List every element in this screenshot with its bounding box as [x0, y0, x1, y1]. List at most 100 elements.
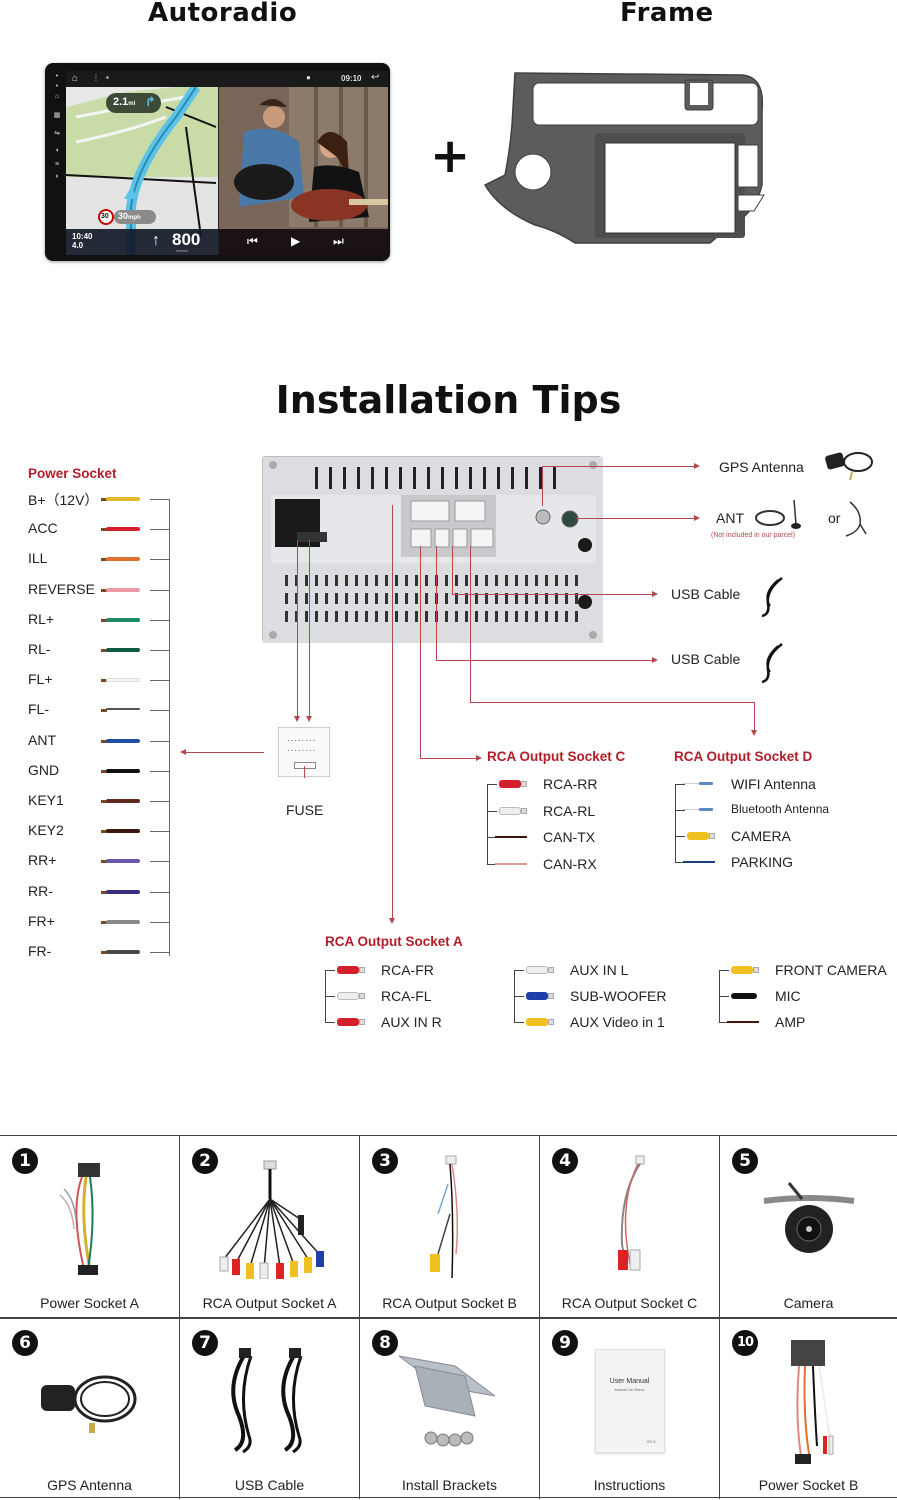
- heatsink-fin: [405, 575, 408, 586]
- power-wire-swatch: [106, 919, 140, 924]
- back-icon: ↩: [371, 72, 380, 83]
- heatsink-fin: [295, 593, 298, 604]
- socket-d-line-v: [470, 546, 471, 702]
- package-item-label: Power Socket B: [758, 1477, 859, 1493]
- socket-c-heading: RCA Output Socket C: [487, 749, 626, 764]
- radio-screen: ⌂ ⋮ ▪ ● 09:10 ↩ 2.1mi ↱: [66, 71, 388, 255]
- frame-title: Frame: [620, 0, 714, 28]
- wire-lead-cable: [495, 836, 527, 838]
- heatsink-fin: [575, 611, 578, 622]
- wire-connector: [150, 589, 170, 591]
- socket-item-label: AUX Video in 1: [570, 1014, 665, 1030]
- heatsink-fin: [445, 575, 448, 586]
- heatsink-fin: [285, 611, 288, 622]
- wire-connector: [150, 801, 170, 802]
- wire-connector: [150, 529, 170, 531]
- heatsink-fin: [495, 593, 498, 604]
- wire-connector: [150, 650, 170, 651]
- apps-icon[interactable]: ▦: [53, 112, 61, 119]
- wire-tip: [101, 951, 107, 954]
- radio-side-buttons: • • ⌂ ▦ ⇋ ◖ ≡ ◗: [50, 73, 64, 185]
- navigation-map: 2.1mi ↱ 30 30mph 10:40 4.0 ↑ 800 metres: [66, 87, 218, 255]
- socket-branch: [325, 970, 335, 971]
- rca-plug-icon: [723, 964, 763, 976]
- heatsink-fin: [515, 575, 518, 586]
- heatsink-fin: [315, 575, 318, 586]
- heatsink-fin: [365, 593, 368, 604]
- package-item-label: Power Socket A: [40, 1295, 139, 1311]
- straight-arrow-icon: ↑: [152, 232, 160, 249]
- power-wire-label: ANT: [28, 731, 56, 748]
- gps-arrow: [694, 463, 700, 469]
- wire-tip: [101, 588, 107, 592]
- rca-plug-icon: [329, 964, 369, 976]
- or-label: or: [828, 510, 841, 526]
- vent-slot: [427, 467, 430, 489]
- heatsink-fin: [335, 575, 338, 586]
- heatsink-fin: [375, 575, 378, 586]
- home-icon[interactable]: ⌂: [54, 93, 60, 100]
- heatsink-fin: [535, 611, 538, 622]
- power-wire-label: KEY1: [28, 792, 64, 808]
- previous-track-button[interactable]: ⏮: [247, 234, 258, 248]
- heatsink-fin: [565, 593, 568, 604]
- rca-b-harness-icon: [360, 1154, 539, 1284]
- wire-lead-icon: [491, 831, 531, 843]
- heatsink-fin: [365, 611, 368, 622]
- gps-line-h: [542, 466, 694, 467]
- rca-plug-icon: [329, 990, 369, 1002]
- heatsink-fin: [575, 575, 578, 586]
- app-icon: ▪: [106, 73, 109, 82]
- rca-plug-icon: [491, 805, 531, 817]
- play-button[interactable]: ▶: [291, 234, 301, 248]
- wire-tip: [101, 649, 107, 652]
- power-harness-icon: [0, 1154, 179, 1284]
- usb-cable-2-icon: [761, 643, 783, 684]
- vent-slot: [343, 467, 346, 489]
- rca-plug-tip: [359, 967, 365, 973]
- volume-down-icon[interactable]: ◗: [54, 173, 60, 180]
- socket-branch: [719, 1022, 729, 1023]
- power-wire-label: GND: [28, 761, 60, 778]
- power-wire-label: ACC: [28, 520, 58, 537]
- usb-cable-1-label: USB Cable: [671, 586, 741, 602]
- heatsink-fin: [345, 593, 348, 604]
- power-wire-row: KEY2: [0, 822, 170, 842]
- volume-up-icon[interactable]: ◖: [54, 147, 60, 154]
- socket-item-label: WIFI Antenna: [731, 776, 816, 792]
- socket-branch: [514, 970, 524, 971]
- next-track-button[interactable]: ⏭: [333, 234, 344, 248]
- rca-plug-body: [526, 1018, 548, 1026]
- socket-d-arrow: [751, 730, 757, 736]
- rca-harness-icon: [180, 1154, 359, 1284]
- heatsink-fin: [385, 611, 388, 622]
- power-wire-swatch: [106, 708, 140, 711]
- vent-slot: [385, 467, 388, 489]
- heatsink-fin: [295, 611, 298, 622]
- power-wire-swatch: [106, 617, 140, 622]
- rca-plug-tip: [548, 993, 554, 999]
- fuse-label: FUSE: [286, 802, 324, 818]
- menu-icon[interactable]: ≡: [54, 161, 60, 168]
- rca-plug-tip: [521, 807, 527, 814]
- socket-item-label: AMP: [775, 1014, 806, 1030]
- usb2-arrow: [652, 657, 658, 663]
- heatsink-fin: [575, 593, 578, 604]
- rca-plug-tip: [753, 967, 759, 973]
- wire-tip: [101, 860, 107, 864]
- socket-c-line-v: [420, 546, 421, 758]
- heatsink-fin: [515, 593, 518, 604]
- rca-plug-tip: [548, 1019, 554, 1025]
- power-wire-row: FL+: [0, 671, 170, 691]
- fuse-pin-row: ········: [287, 746, 317, 755]
- power-wire-label: RR+: [28, 852, 57, 869]
- next-turn-unit: metres: [176, 248, 189, 253]
- rca-plug-icon: [518, 964, 558, 976]
- power-wire-row: FR+: [0, 913, 170, 933]
- power-wire-row: B+（12V）: [0, 490, 170, 510]
- wire-connector: [150, 499, 170, 500]
- nav-icon[interactable]: ⇋: [54, 130, 60, 137]
- wire-connector: [150, 891, 170, 893]
- rca-plug-body: [499, 780, 521, 788]
